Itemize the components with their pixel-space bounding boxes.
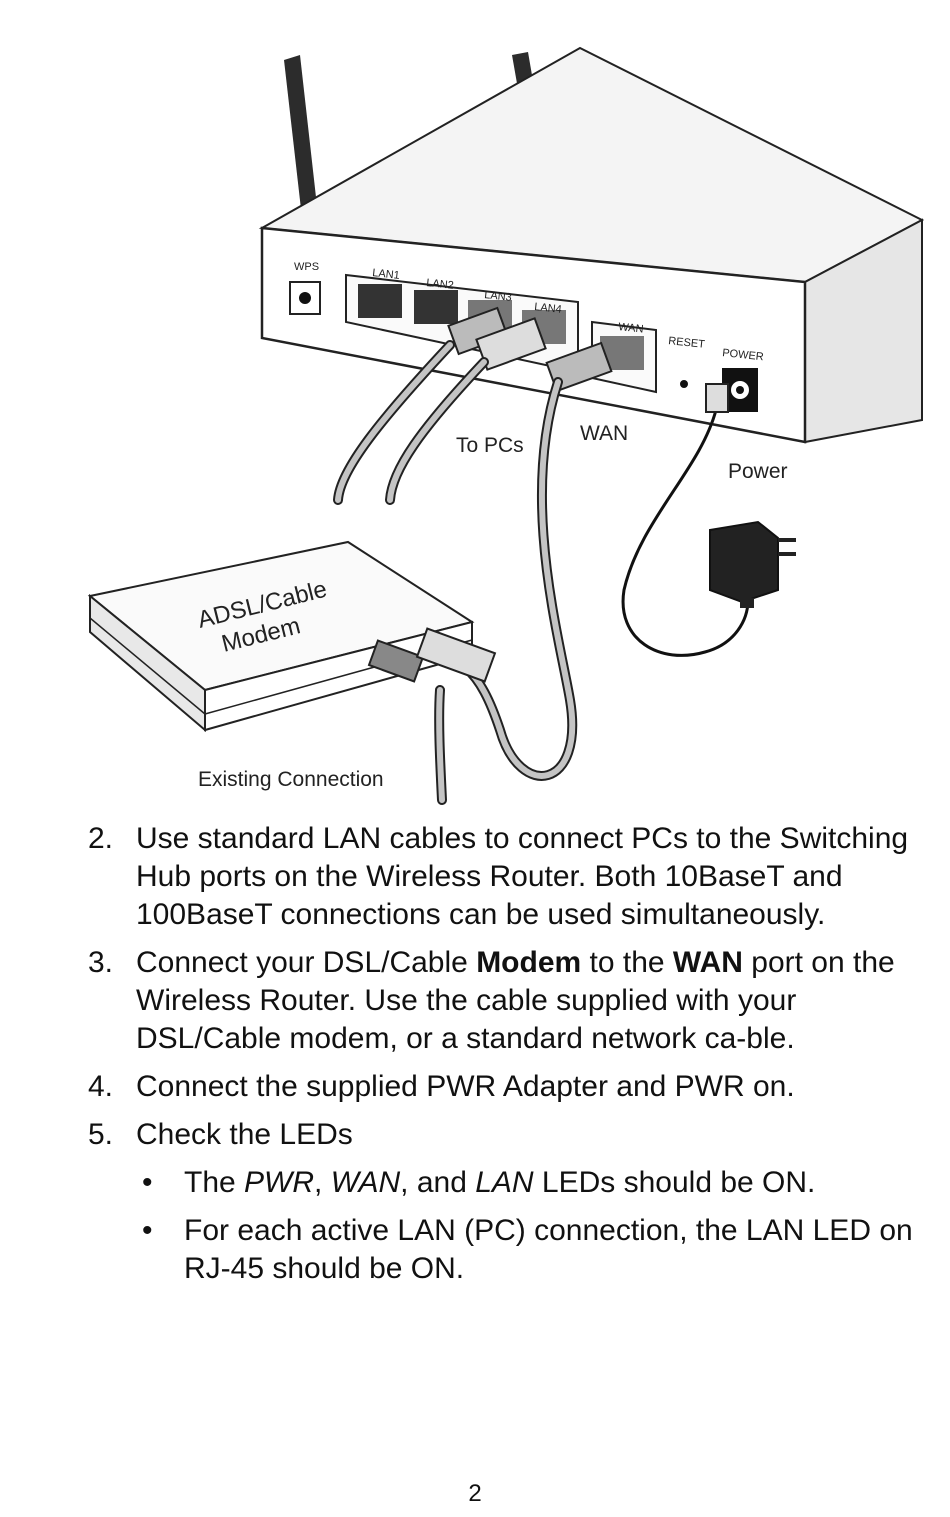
step-3: 3. Connect your DSL/Cable Modem to the W… <box>88 944 928 1058</box>
bullet-text: , and <box>400 1166 476 1199</box>
step-text: Connect the supplied PWR Adapter and PWR… <box>136 1070 795 1103</box>
step-emphasis-modem: Modem <box>476 946 582 979</box>
bullet-dot: • <box>142 1166 153 1199</box>
bullet-text: , <box>314 1166 331 1199</box>
bullet-emphasis-wan: WAN <box>330 1166 401 1199</box>
adsl-cable-modem <box>87 540 497 733</box>
bullet-emphasis-pwr: PWR <box>244 1166 315 1199</box>
step-2: 2. Use standard LAN cables to connect PC… <box>88 820 928 934</box>
lan3-label: LAN3 <box>484 289 513 304</box>
step-number: 4. <box>88 1070 114 1103</box>
reset-label: RESET <box>668 335 706 351</box>
cables <box>333 340 750 805</box>
to-pcs-label: To PCs <box>456 434 524 457</box>
step-text: Check the LEDs <box>136 1118 353 1151</box>
lan2-label: LAN2 <box>426 277 455 292</box>
step-emphasis-wan: WAN <box>672 946 743 979</box>
wan-port-label: WAN <box>618 321 644 336</box>
power-adapter <box>709 520 796 608</box>
power-port-label: POWER <box>722 347 765 363</box>
step-text: port on the Wireless Router. Use the cab… <box>136 946 895 1055</box>
bullet-dot: • <box>142 1214 153 1247</box>
antenna-left <box>284 55 318 218</box>
instruction-steps: 2. Use standard LAN cables to connect PC… <box>88 820 928 1298</box>
power-plug <box>705 383 729 413</box>
step-text: to the <box>581 946 673 979</box>
step-4: 4. Connect the supplied PWR Adapter and … <box>88 1068 928 1106</box>
led-check-list: • The PWR, WAN, and LAN LEDs should be O… <box>136 1164 928 1288</box>
wps-label: WPS <box>294 261 319 273</box>
existing-connection-label: Existing Connection <box>198 768 384 791</box>
wan-callout: WAN <box>580 422 628 445</box>
step-number: 5. <box>88 1118 114 1151</box>
page-number: 2 <box>468 1480 482 1507</box>
bullet-emphasis-lan: LAN <box>475 1166 534 1199</box>
step-text: Use standard LAN cables to connect PCs t… <box>136 822 909 931</box>
lan4-label: LAN4 <box>534 301 563 316</box>
power-callout: Power <box>728 460 788 483</box>
lan1-label: LAN1 <box>372 267 401 282</box>
router-connection-diagram: WPS LAN1 LAN2 LAN3 LAN4 WAN RESET POWER … <box>87 46 925 805</box>
bullet-text: For each active LAN (PC) connection, the… <box>184 1214 913 1285</box>
step-5: 5. Check the LEDs • The PWR, WAN, and LA… <box>88 1116 928 1288</box>
step-number: 3. <box>88 946 114 979</box>
bullet-item: • For each active LAN (PC) connection, t… <box>136 1212 928 1288</box>
step-text: Connect your DSL/Cable <box>136 946 477 979</box>
bullet-text: The <box>184 1166 245 1199</box>
bullet-item: • The PWR, WAN, and LAN LEDs should be O… <box>136 1164 928 1202</box>
router <box>258 46 925 444</box>
bullet-text: LEDs should be ON. <box>533 1166 816 1199</box>
lan-plugs <box>447 306 613 393</box>
step-number: 2. <box>88 822 114 855</box>
